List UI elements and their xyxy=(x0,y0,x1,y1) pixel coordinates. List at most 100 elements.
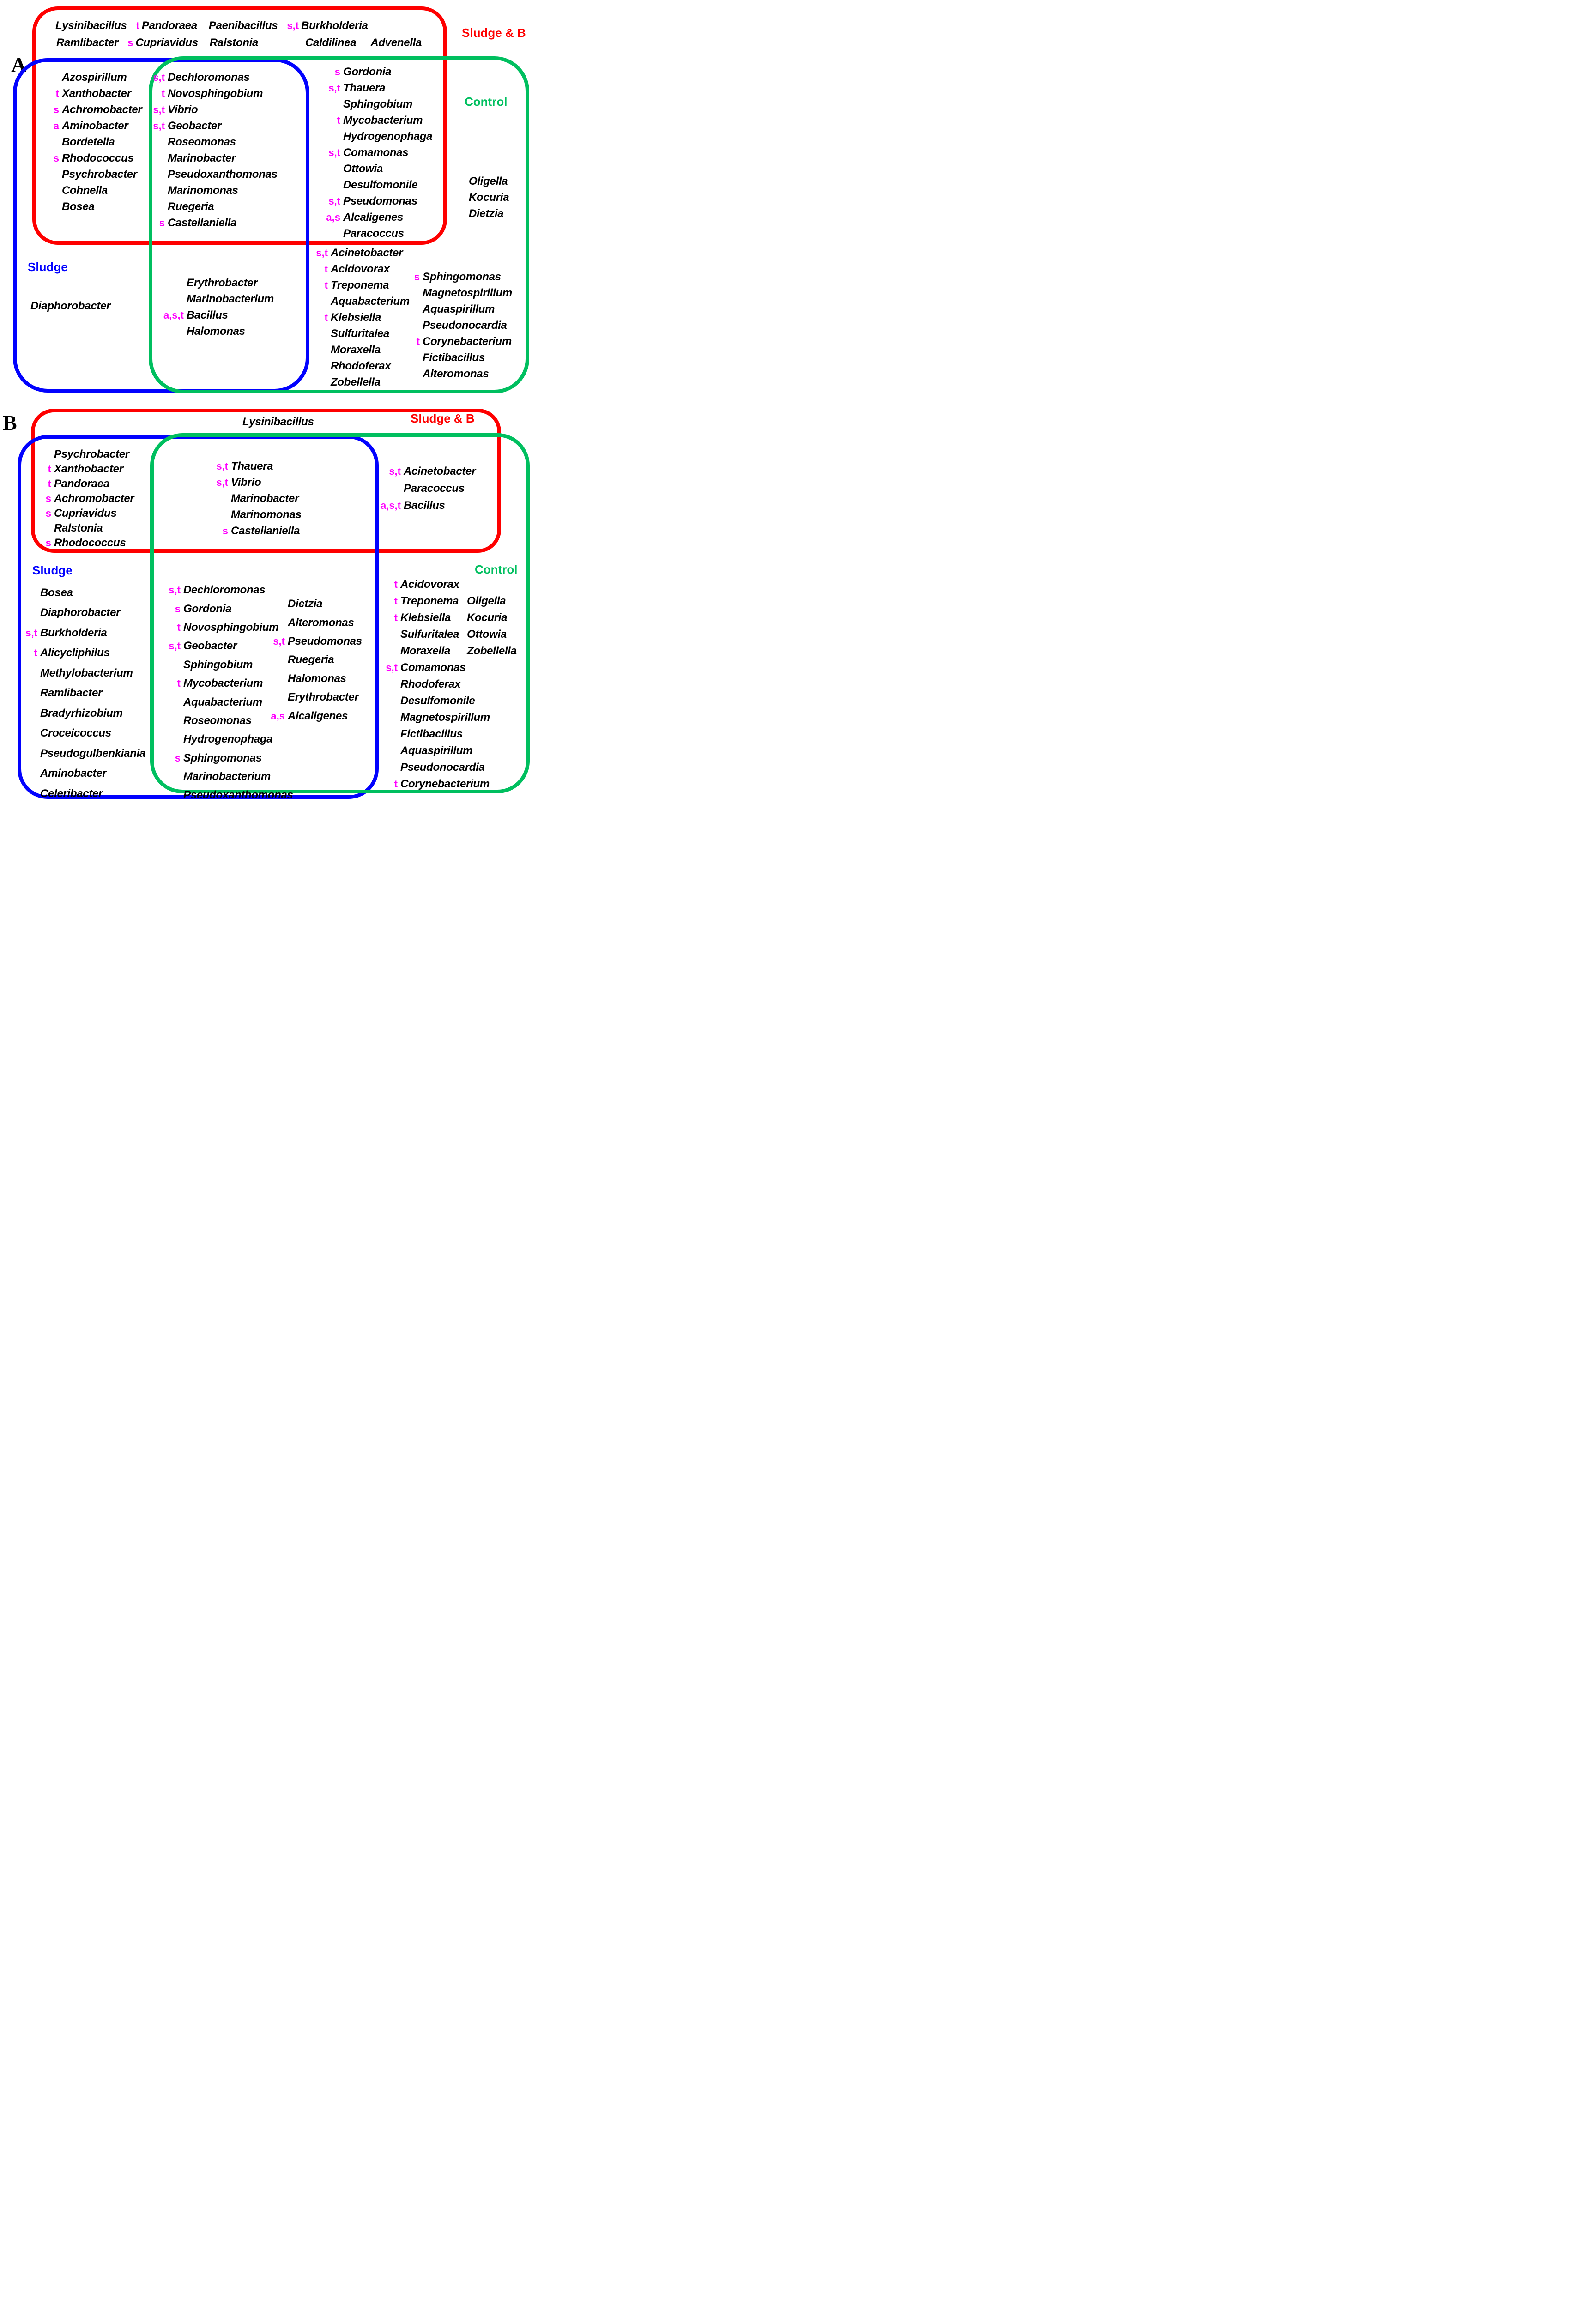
genus-name: Oligella xyxy=(469,175,508,187)
genus-item: Erythrobacter xyxy=(158,275,274,291)
genus-name: Castellaniella xyxy=(168,216,237,229)
prefix-label: s,t xyxy=(328,195,340,207)
genus-name: Pseudoxanthomonas xyxy=(168,168,278,181)
prefix-label: t xyxy=(48,478,51,490)
genus-name: Dechloromonas xyxy=(168,71,250,84)
genus-name: Bosea xyxy=(40,586,73,599)
genus-name: Alteromonas xyxy=(423,367,489,380)
genus-name: Bacillus xyxy=(187,308,228,321)
genus-name: Corynebacterium xyxy=(423,335,512,348)
genus-name: Aminobacter xyxy=(40,767,107,780)
genus-item: Ottowia xyxy=(322,161,432,177)
genus-item: Oligella xyxy=(466,173,509,189)
prefix-label: a,s xyxy=(326,211,340,223)
genus-name: Dietzia xyxy=(288,598,323,610)
genus-name: Alcaligenes xyxy=(288,709,348,722)
prefix-label: t xyxy=(177,621,181,633)
genus-item: Desulfomonile xyxy=(322,177,432,193)
label-sludge-and-b-a: Sludge & B xyxy=(462,26,526,40)
genus-name: Dechloromonas xyxy=(183,584,266,597)
genus-name: Hydrogenophaga xyxy=(343,130,433,143)
genus-name: Magnetospirillum xyxy=(400,711,490,724)
genus-name: Marinobacter xyxy=(231,492,299,505)
genus-name: Roseomonas xyxy=(183,714,252,727)
prefix-label: s,t xyxy=(153,71,165,83)
genus-name: Diaphorobacter xyxy=(40,606,121,619)
genus-item: Magnetospirillum xyxy=(384,709,490,726)
genus-item: Pseudonocardia xyxy=(401,317,512,333)
prefix-label: s,t xyxy=(386,662,398,673)
genus-item: Diaphorobacter xyxy=(28,298,110,314)
label-sludge-a: Sludge xyxy=(28,260,68,274)
prefix-label: t xyxy=(337,114,340,126)
genus-item: Zobellella xyxy=(309,374,410,390)
prefix-label: s,t xyxy=(169,640,181,652)
genus-name: Ruegeria xyxy=(168,200,214,213)
genus-name: Aquabacterium xyxy=(183,695,262,708)
set-outline-sludge-a xyxy=(13,58,309,393)
genus-item: Sphingobium xyxy=(160,656,293,674)
genus-item: Ottowia xyxy=(464,626,517,643)
genus-name: Hydrogenophaga xyxy=(183,733,273,746)
label-control-a: Control xyxy=(465,95,508,109)
prefix-label: t xyxy=(34,647,37,659)
genus-name: Achromobacter xyxy=(62,103,142,116)
genus-item: Paracoccus xyxy=(374,480,476,497)
prefix-label: t xyxy=(416,335,420,347)
genus-item: Ruegeria xyxy=(268,651,362,669)
genus-item: Pseudonocardia xyxy=(384,759,490,776)
genus-name: Erythrobacter xyxy=(288,691,359,704)
genus-name: Sphingobium xyxy=(183,658,253,671)
prefix-label: s,t xyxy=(169,584,181,596)
genus-name: Ralstonia xyxy=(209,36,259,49)
prefix-label: t xyxy=(324,279,328,291)
genus-item: Rhodoferax xyxy=(309,358,410,374)
venn-figure: A Sludge & B Control Sludge Lysinibacill… xyxy=(0,0,532,804)
genus-item: Marinobacter xyxy=(210,490,302,507)
panel-b-letter: B xyxy=(3,411,17,435)
genus-name: Aquaspirillum xyxy=(423,302,495,315)
genus-item: Aquabacterium xyxy=(309,293,410,309)
genus-name: Pseudomonas xyxy=(288,635,362,647)
genus-name: Rhodoferax xyxy=(331,359,391,372)
genus-name: Mycobacterium xyxy=(183,677,263,690)
genus-item: Marinobacterium xyxy=(158,291,274,307)
genus-name: Roseomonas xyxy=(168,135,236,148)
genus-name: Ralstonia xyxy=(54,522,103,534)
genus-name: Ramlibacter xyxy=(56,36,119,49)
genus-name: Marinomonas xyxy=(231,508,302,521)
genus-name: Diaphorobacter xyxy=(30,299,111,312)
genus-name: Methylobacterium xyxy=(40,666,133,679)
genus-name: Zobellella xyxy=(331,375,381,388)
genus-name: Halomonas xyxy=(288,672,346,685)
genus-item: Rhodoferax xyxy=(384,676,490,693)
prefix-label: s xyxy=(175,752,181,764)
genus-name: Aquabacterium xyxy=(331,295,410,308)
prefix-label: s xyxy=(175,603,181,615)
genus-name: Sphingomonas xyxy=(183,751,262,764)
genus-name: Psychrobacter xyxy=(62,168,137,181)
genus-item: Halomonas xyxy=(158,323,274,339)
genus-item: Roseomonas xyxy=(146,134,278,150)
prefix-label: t xyxy=(394,778,398,790)
genus-name: Pseudonocardia xyxy=(400,761,485,774)
genus-name: Alteromonas xyxy=(288,616,354,629)
